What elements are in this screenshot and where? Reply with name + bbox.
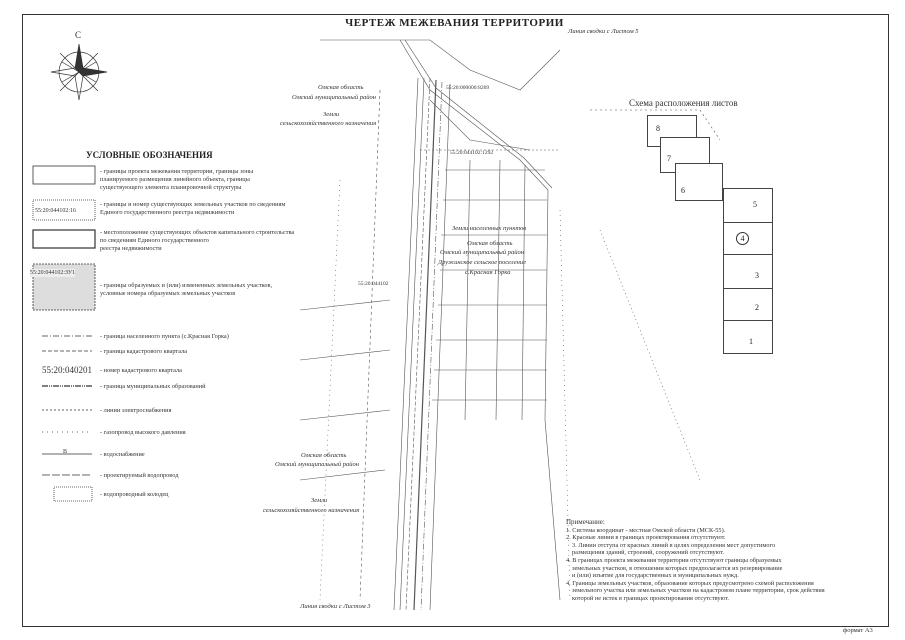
lands-label-top-2: сельскохозяйственного назначения [280,120,377,127]
sheet-3: 3 [723,254,773,290]
lands-label-bottom-1: Земли [311,497,328,504]
notes-heading: Примечание: [566,518,605,526]
legend-item-capital-objects: - местоположение существующих объектов к… [100,229,295,252]
legend-item-power-lines: - линии электроснабжения [100,407,172,414]
settlement-lands-label: Земли населенных пунктов [452,225,527,232]
parcel-label-2: 55:20:044102:1292 [450,150,494,156]
legend-sample-water: В [63,449,68,455]
legend-item-new-parcels: - границы образуемых и (или) измененных … [100,282,273,297]
map-linework [299,39,721,611]
parcel-label-3: 55:20:044102 [358,281,389,287]
compass-north-label: С [75,30,82,40]
legend-heading: УСЛОВНЫЕ ОБОЗНАЧЕНИЯ [86,150,213,160]
lands-label-bottom-2: сельскохозяйственного назначения [263,507,360,514]
sheet-1: 1 [723,320,773,354]
legend-sample-parcel-number: 55:20:044102:16 [35,208,77,214]
legend-item-quarter-boundary: - граница кадастрового квартала [100,348,188,355]
settlement-region-label-2: Омский муниципальный район [440,249,524,256]
drawing-title: ЧЕРТЕЖ МЕЖЕВАНИЯ ТЕРРИТОРИИ [345,17,564,29]
sheets-heading: Схема расположения листов [629,98,738,108]
format-label: формат А3 [843,627,873,634]
drawing-frame [22,14,889,627]
lands-label-top-1: Земли [323,111,340,118]
junction-line-top: Линия сводки с Листом 5 [568,28,639,35]
settlement-region-label-4: с.Красная Горка [465,269,511,276]
region-label-top-2: Омский муниципальный район [292,94,376,101]
legend-item-projected-water: - проектируемый водопровод [100,472,179,479]
sheet-4-current: 4 [723,222,773,256]
junction-line-bottom: Линия сводки с Листом 3 [300,603,371,610]
settlement-region-label-3: Дружинское сельское поселение [438,259,526,266]
region-label-top-1: Омская область [318,84,364,91]
legend-item-settlement-boundary: - граница населенного пункта (с.Красная … [100,333,229,340]
legend-item-quarter-number: - номер кадастрового квартала [100,367,182,374]
legend-item-project-boundary: - границы проекта межевания территории, … [100,168,254,191]
legend-sample-quarter-number: 55:20:040201 [42,365,93,375]
parcel-label-1: 55:20:000000:8269 [446,85,490,91]
legend-item-existing-parcels: - границы и номер существующих земельных… [100,201,286,216]
legend-item-municipal-boundary: - граница муниципальных образований [100,383,206,390]
compass-rose-icon [50,43,108,101]
legend-item-gas-pipeline: - газопровод высокого давления [100,429,186,436]
region-label-bottom-2: Омский муниципальный район [275,461,359,468]
sheet-5: 5 [723,188,773,224]
settlement-region-label-1: Омская область [467,240,513,247]
legend-item-water-well: - водопроводный колодец [100,491,169,498]
notes-block: Примечание: 1. Система координат - местн… [566,518,886,603]
legend-sample-new-parcel-number: 55:20:044102:ЗУ1 [30,269,76,277]
region-label-bottom-1: Омская область [301,452,347,459]
sheet-6: 6 [675,163,723,201]
legend-item-water-supply: - водоснабжение [100,451,145,458]
sheet-2: 2 [723,288,773,322]
